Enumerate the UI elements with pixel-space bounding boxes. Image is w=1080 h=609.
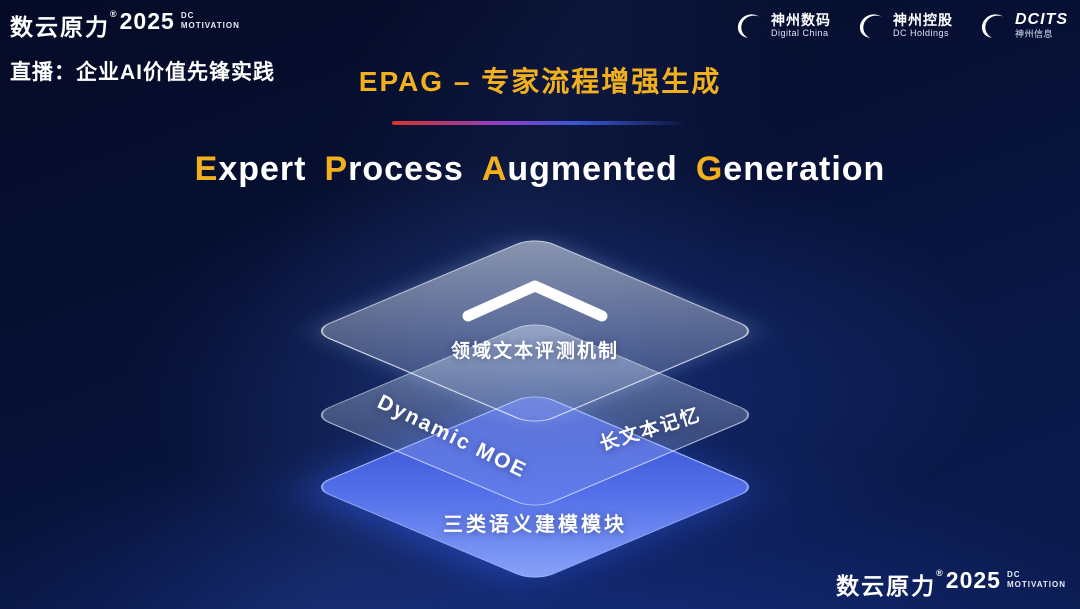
registered-mark: ®: [110, 9, 117, 19]
gradient-divider: [392, 121, 688, 125]
brand-name: 数云原力: [836, 573, 937, 599]
bottom-layer-label: 三类语义建模模块: [443, 514, 627, 536]
brand-logo-bottom-right: 数云原力 ® 2025 DC MOTIVATION: [836, 567, 1066, 601]
partner-logo-name: 神州数码: [771, 11, 831, 28]
dc-holdings-swoosh-icon: [857, 10, 887, 40]
dcits-swoosh-icon: [979, 10, 1009, 40]
digital-china-logo: 神州数码 Digital China: [735, 10, 831, 40]
partner-logo-subtitle: 神州信息: [1015, 29, 1054, 40]
partner-logo-name: 神州控股: [893, 11, 953, 28]
partner-logo-subtitle: Digital China: [771, 27, 829, 38]
brand-year: 2025: [119, 8, 175, 34]
partner-logo-name: DCITS: [1015, 10, 1068, 28]
registered-mark: ®: [936, 568, 943, 578]
live-topic-label: 直播：企业AI价值先锋实践: [10, 61, 275, 84]
chevron-up-icon: [460, 278, 610, 329]
brand-subtext: DC MOTIVATION: [1006, 570, 1066, 589]
brand-logo-top-left: 数云原力 ® 2025 DC MOTIVATION: [10, 8, 240, 42]
dc-holdings-logo: 神州控股 DC Holdings: [857, 10, 953, 40]
partner-logo-subtitle: DC Holdings: [893, 27, 950, 38]
brand-year: 2025: [945, 567, 1001, 593]
dcits-logo: DCITS 神州信息: [979, 10, 1068, 40]
brand-name: 数云原力: [10, 14, 110, 40]
partner-logos: 神州数码 Digital China 神州控股 DC Holdings DCIT…: [735, 10, 1068, 40]
page-title: EPAG – 专家流程增强生成: [358, 66, 722, 97]
top-layer-label: 领域文本评测机制: [450, 341, 620, 362]
digital-china-swoosh-icon: [735, 10, 765, 40]
brand-subtext: DC MOTIVATION: [180, 11, 240, 30]
